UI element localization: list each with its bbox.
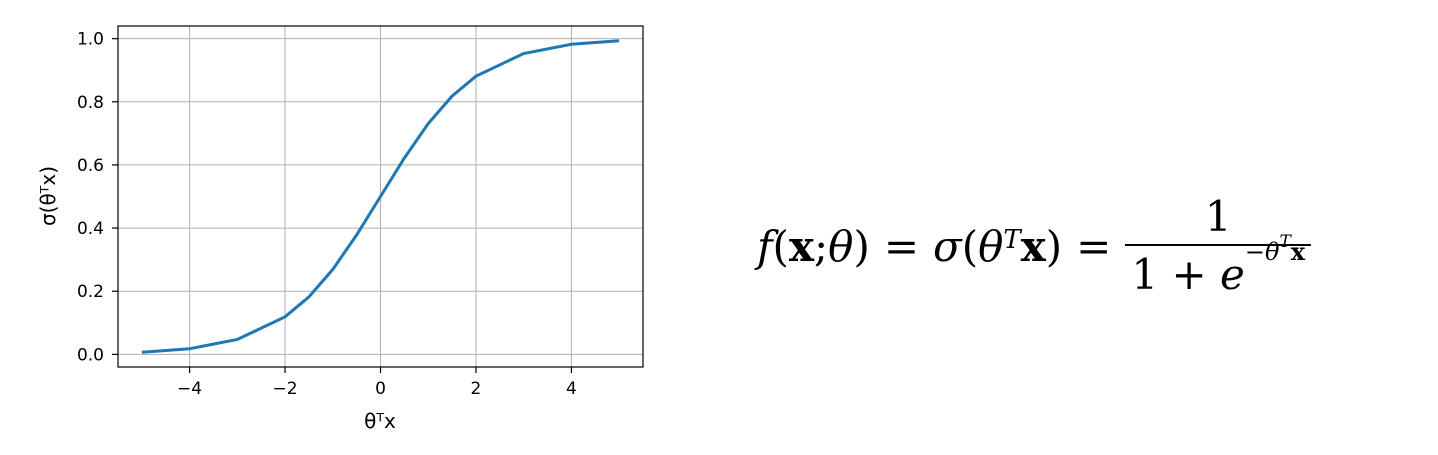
eq-f: f	[757, 221, 773, 271]
eq-denominator: 1 + e−θTx	[1125, 234, 1311, 299]
eq-lhs-x: x	[788, 221, 814, 271]
eq-numerator: 1	[1204, 192, 1232, 241]
y-tick-labels: 0.0 0.2 0.4 0.6 0.8 1.0	[77, 30, 104, 366]
eq-close: )	[1045, 221, 1063, 271]
eq-exp-minus: −	[1244, 238, 1265, 266]
x-tick-label: 0	[375, 379, 386, 399]
tick-marks	[112, 38, 573, 373]
eq-lhs-open: (	[772, 221, 789, 271]
eq-open: (	[961, 221, 979, 271]
x-tick-label: −4	[177, 379, 202, 399]
y-tick-label: 0.8	[77, 93, 104, 113]
eq-x: x	[1020, 221, 1046, 271]
eq-equals-1: =	[883, 221, 920, 271]
eq-exp-T: T	[1279, 232, 1291, 252]
x-tick-labels: −4 −2 0 2 4	[177, 379, 577, 399]
eq-fraction-bar	[1125, 244, 1312, 246]
eq-den-one: 1	[1131, 250, 1159, 299]
eq-lhs-close: )	[853, 221, 870, 271]
x-tick-label: 4	[566, 379, 577, 399]
x-tick-label: −2	[273, 379, 298, 399]
eq-lhs-theta: θ	[828, 221, 854, 271]
eq-lhs-sep: ;	[813, 221, 829, 271]
y-tick-label: 0.0	[77, 345, 104, 365]
eq-exp-x: x	[1290, 237, 1306, 266]
x-axis-label: θᵀx	[364, 409, 396, 433]
eq-theta: θ	[978, 221, 1004, 271]
y-tick-label: 0.2	[77, 282, 104, 302]
eq-sigma: σ	[933, 221, 962, 271]
eq-equals-2: =	[1076, 221, 1112, 271]
y-tick-label: 0.6	[77, 156, 104, 176]
sigmoid-chart: −4 −2 0 2 4 0.0 0.2 0.4 0.6 0.8 1.0 θᵀx …	[36, 25, 644, 433]
x-tick-label: 2	[471, 379, 482, 399]
eq-fraction: 1 1 + e−θTx	[1125, 192, 1312, 299]
eq-sup-T: T	[1003, 225, 1021, 255]
y-tick-label: 1.0	[77, 30, 104, 50]
eq-den-exponent: −θTx	[1244, 234, 1306, 266]
grid-lines	[118, 26, 643, 367]
eq-den-plus: +	[1171, 250, 1207, 299]
eq-exp-theta: θ	[1265, 238, 1280, 266]
sigmoid-curve	[141, 39, 620, 354]
y-tick-label: 0.4	[77, 219, 104, 239]
eq-den-e: e	[1220, 250, 1245, 299]
y-axis-label: σ(θᵀx)	[36, 166, 60, 226]
